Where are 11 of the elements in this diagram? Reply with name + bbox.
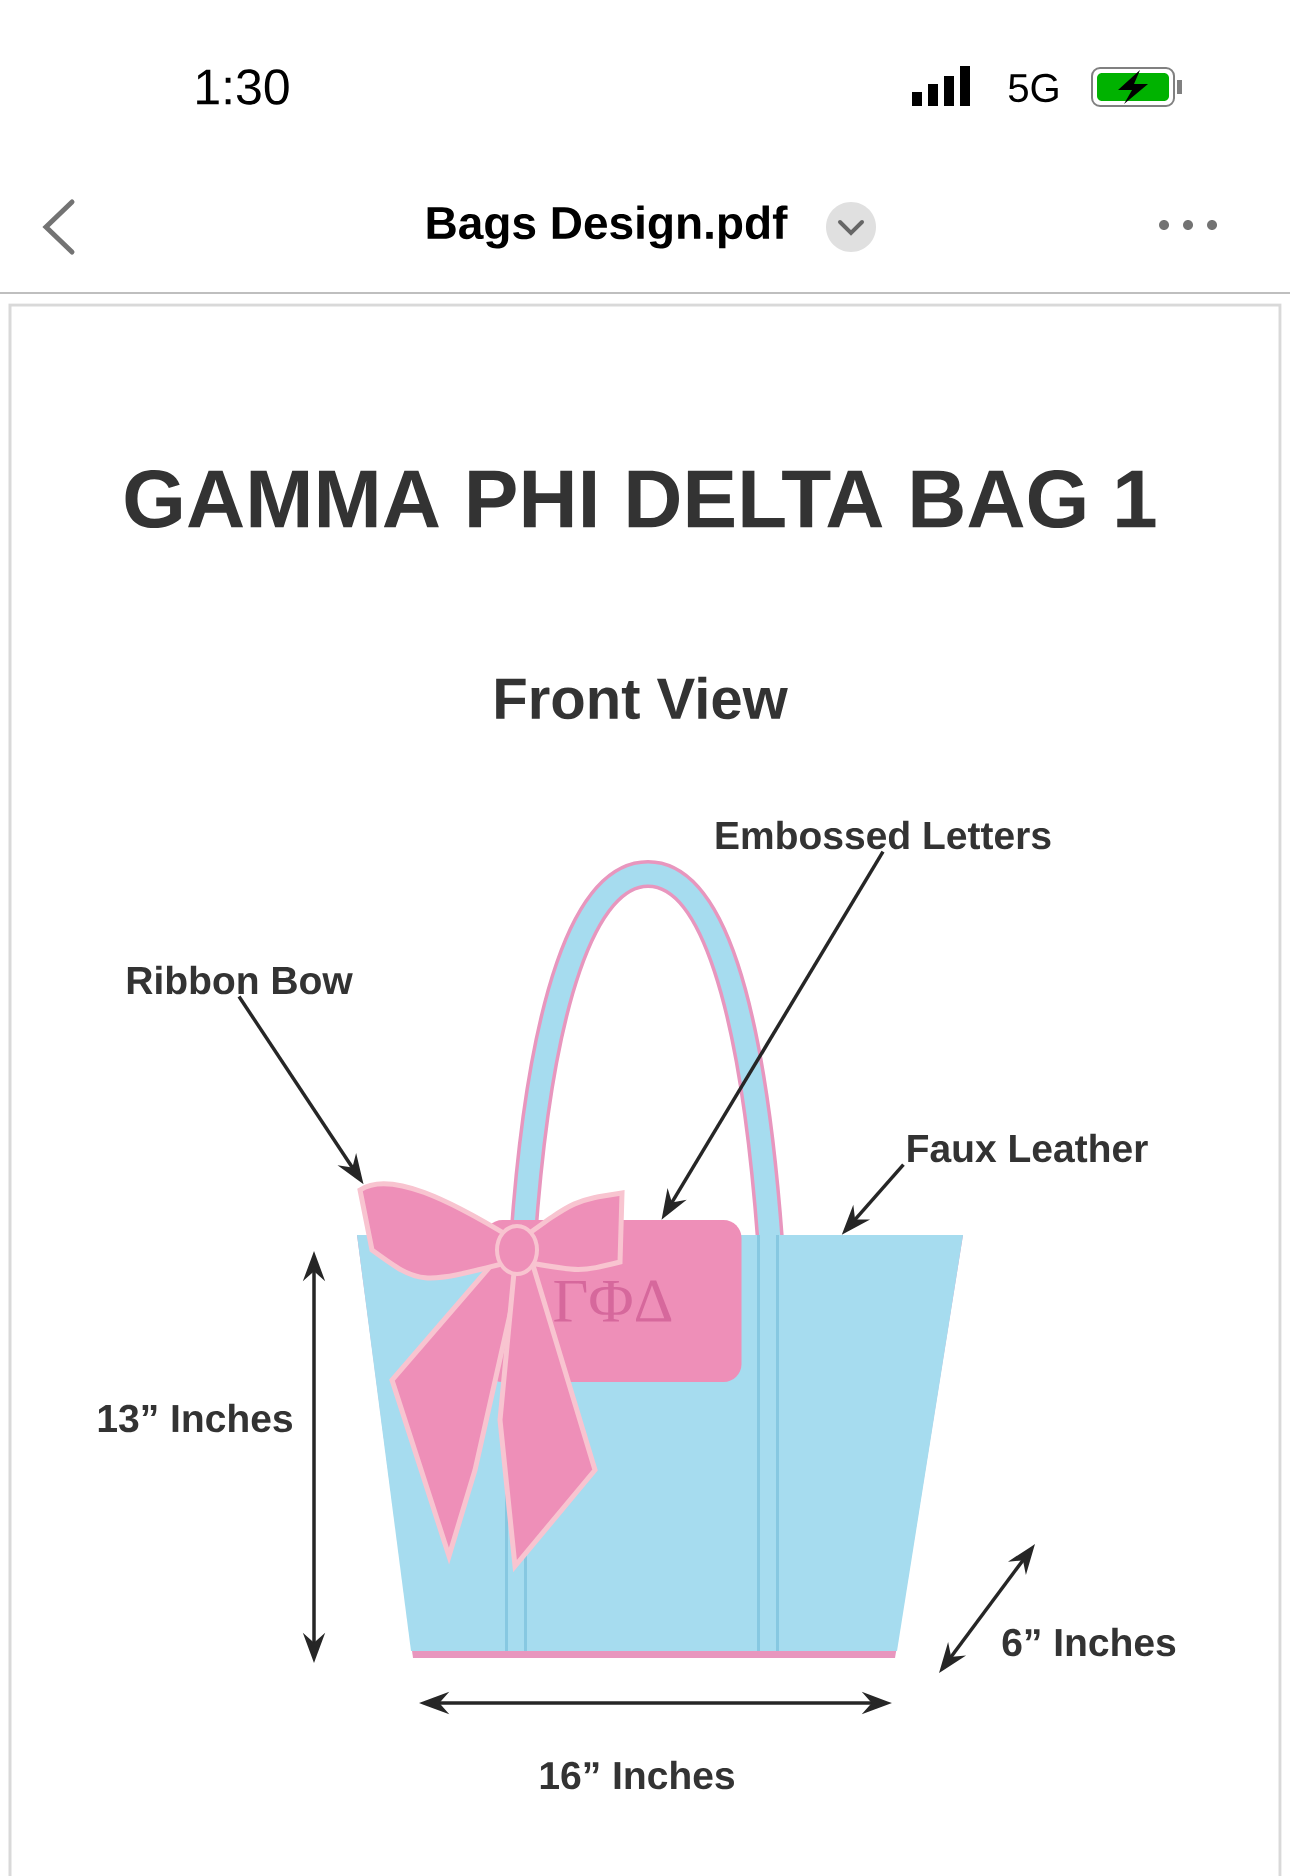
callout-label: Faux Leather xyxy=(908,1133,1148,1163)
time-text: 1:30 xyxy=(197,69,289,105)
callout-label: Ribbon Bow xyxy=(127,965,353,995)
dimension-label: 6” Inches xyxy=(1002,1627,1176,1657)
dimension-label: 16” Inches xyxy=(540,1760,734,1790)
network-text: 5G xyxy=(1008,73,1058,103)
page-title: GAMMA PHI DELTA BAG 1 xyxy=(125,470,1156,529)
dimension-label: 13” Inches xyxy=(98,1403,292,1433)
section-heading: Front View xyxy=(496,676,788,720)
file-title: Bags Design.pdf xyxy=(427,205,788,249)
callout-label: Embossed Letters xyxy=(716,820,1051,850)
